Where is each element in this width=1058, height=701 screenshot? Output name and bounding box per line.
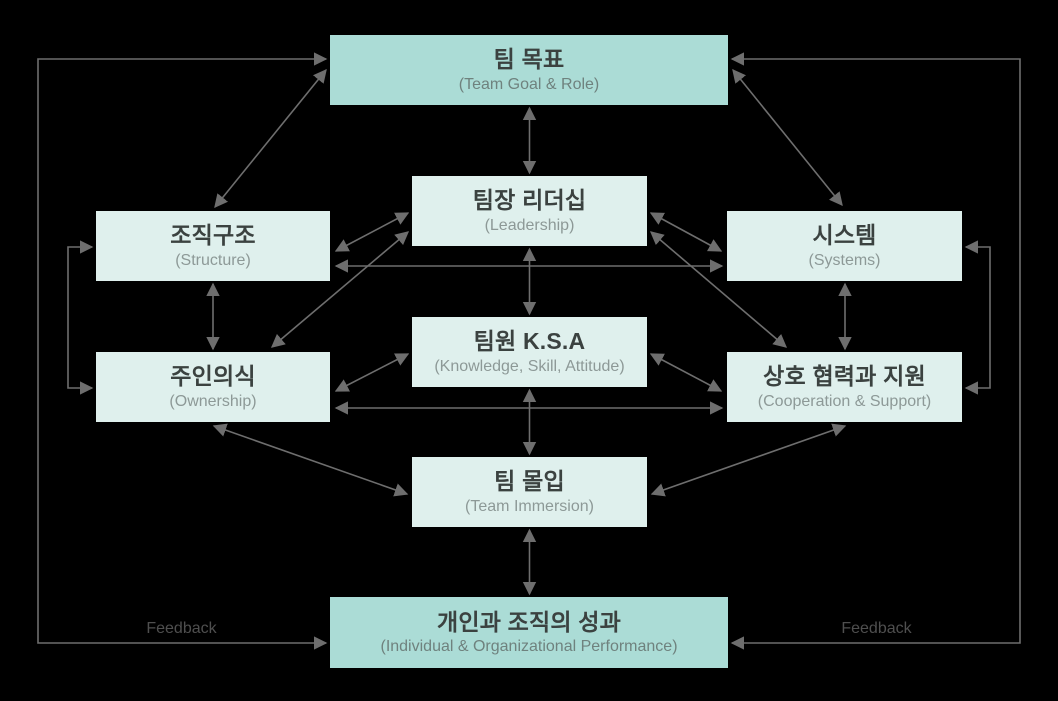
- node-performance: 개인과 조직의 성과 (Individual & Organizational …: [330, 597, 728, 668]
- edge-feedback-left: [37, 52, 328, 650]
- node-team-goal: 팀 목표 (Team Goal & Role): [330, 35, 728, 105]
- node-systems-subtitle: (Systems): [808, 251, 881, 269]
- node-ownership-subtitle: (Ownership): [169, 392, 257, 410]
- node-team-immersion-subtitle: (Team Immersion): [465, 497, 594, 515]
- node-member-ksa-subtitle: (Knowledge, Skill, Attitude): [434, 357, 625, 375]
- edge-cooperation-leadership: [649, 231, 788, 348]
- edge-ownership-leadership: [270, 231, 410, 348]
- edge-ownership-immersion: [212, 423, 409, 497]
- feedback-label-right: Feedback: [841, 620, 912, 637]
- node-cooperation-support-subtitle: (Cooperation & Support): [757, 392, 932, 410]
- edge-structure-ownership-outer: [67, 240, 94, 395]
- edge-ownership-ksa: [334, 353, 410, 392]
- node-cooperation-support-title: 상호 협력과 지원: [763, 363, 926, 390]
- node-ownership: 주인의식 (Ownership): [96, 352, 330, 422]
- node-leadership-title: 팀장 리더십: [472, 187, 587, 214]
- node-cooperation-support: 상호 협력과 지원 (Cooperation & Support): [727, 352, 962, 422]
- edge-systems-leadership: [649, 212, 723, 252]
- edge-cooperation-ksa: [649, 353, 723, 392]
- edge-structure-goal: [214, 68, 327, 209]
- node-ownership-title: 주인의식: [170, 363, 256, 390]
- node-structure-subtitle: (Structure): [175, 251, 251, 269]
- node-leadership-subtitle: (Leadership): [484, 216, 575, 234]
- node-team-immersion-title: 팀 몰입: [494, 468, 565, 495]
- edge-cooperation-immersion: [650, 423, 847, 497]
- edge-feedback-right: [730, 52, 1021, 650]
- node-team-immersion: 팀 몰입 (Team Immersion): [412, 457, 647, 527]
- node-systems: 시스템 (Systems): [727, 211, 962, 281]
- node-performance-title: 개인과 조직의 성과: [436, 608, 622, 635]
- node-structure-title: 조직구조: [170, 222, 256, 249]
- node-structure: 조직구조 (Structure): [96, 211, 330, 281]
- node-team-goal-title: 팀 목표: [493, 46, 565, 73]
- node-leadership: 팀장 리더십 (Leadership): [412, 176, 647, 246]
- node-performance-subtitle: (Individual & Organizational Performance…: [380, 638, 678, 656]
- feedback-label-left: Feedback: [146, 620, 217, 637]
- node-member-ksa: 팀원 K.S.A (Knowledge, Skill, Attitude): [412, 317, 647, 387]
- node-team-goal-subtitle: (Team Goal & Role): [458, 75, 600, 93]
- edge-systems-cooperation-outer: [964, 240, 991, 395]
- node-systems-title: 시스템: [812, 222, 877, 249]
- edge-structure-leadership: [334, 212, 410, 252]
- edge-systems-goal: [732, 68, 843, 207]
- node-member-ksa-title: 팀원 K.S.A: [473, 328, 586, 355]
